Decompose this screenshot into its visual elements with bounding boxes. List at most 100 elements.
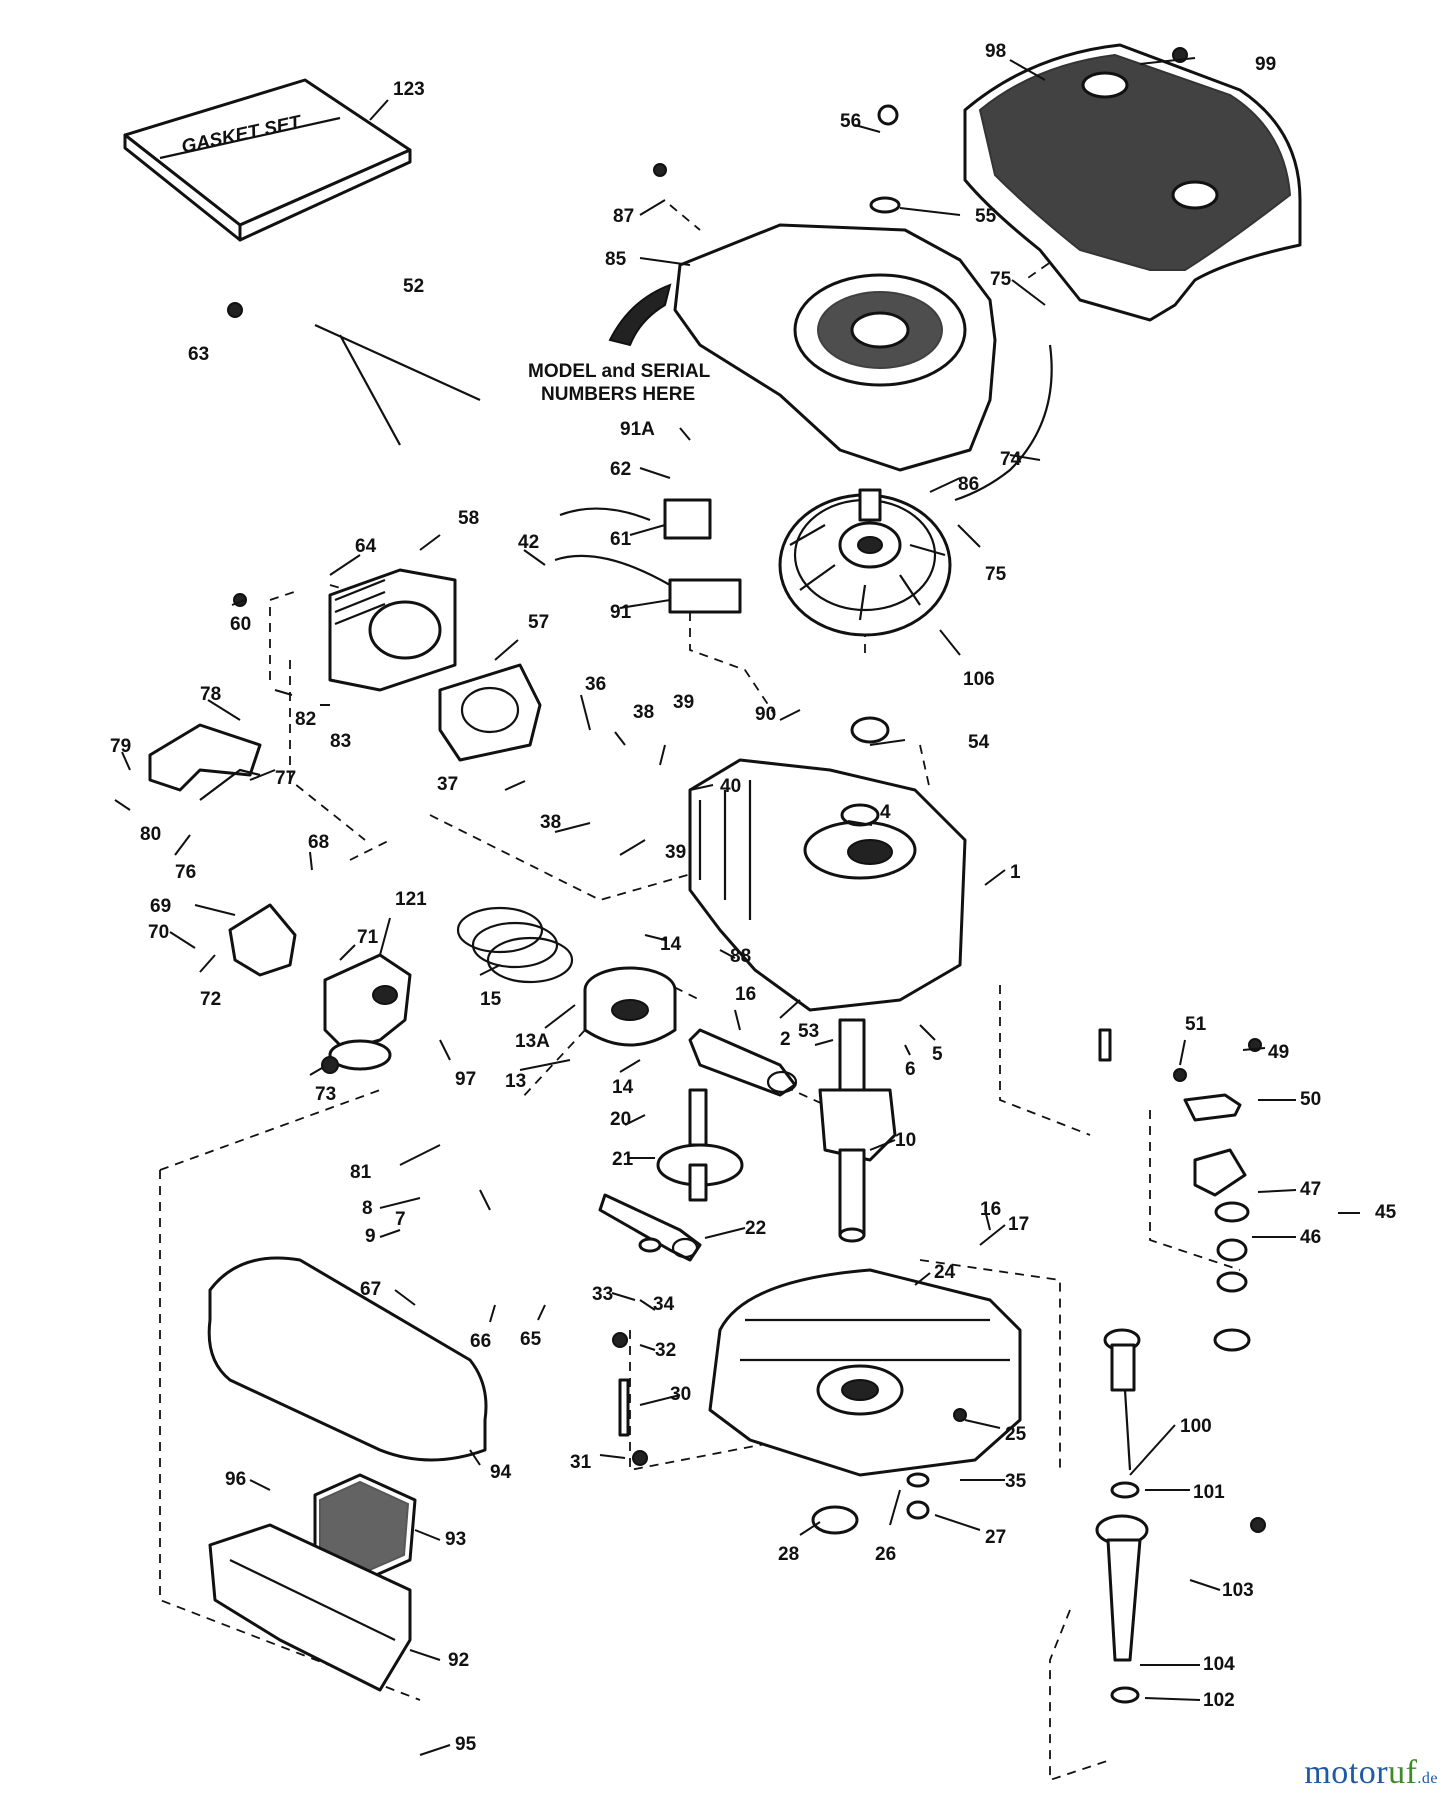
model-serial-note: MODEL and SERIAL NUMBERS HERE [528,361,711,405]
callout-6: 6 [905,1059,916,1080]
callout-46: 46 [1300,1227,1321,1248]
callout-30: 30 [670,1384,691,1405]
callout-77: 77 [275,768,296,789]
callout-33: 33 [592,1284,613,1305]
callout-68: 68 [308,832,329,853]
callout-91a: 91A [620,419,655,440]
callout-85: 85 [605,249,627,270]
callout-labels: 12352639899565587857574867591A6261429110… [110,41,1397,1755]
callout-24: 24 [934,1262,956,1283]
callout-100: 100 [1180,1416,1212,1437]
callout-79: 79 [110,736,131,757]
callout-90: 90 [755,704,776,725]
blower-housing-part [608,223,997,472]
callout-102: 102 [1203,1690,1235,1711]
callout-65: 65 [520,1329,542,1350]
callout-39: 39 [665,842,686,863]
callout-73: 73 [315,1084,336,1105]
callout-58: 58 [458,508,479,529]
callout-39: 39 [673,692,694,713]
callout-101: 101 [1193,1482,1225,1503]
fasteners [227,47,1266,1704]
piston-assembly-part [583,966,677,1047]
fill-tube-part [1095,1514,1149,1662]
fuel-line-part [954,344,1053,502]
connecting-rod-part [688,1028,798,1097]
callout-38: 38 [633,702,654,723]
callout-25: 25 [1005,1424,1027,1445]
callout-16: 16 [735,984,756,1005]
callout-8: 8 [362,1198,373,1219]
callout-78: 78 [200,684,221,705]
callout-75: 75 [985,564,1007,585]
callout-31: 31 [570,1452,592,1473]
callout-10: 10 [895,1130,916,1151]
callout-38: 38 [540,812,561,833]
ignition-coil-part [554,498,742,614]
callout-16: 16 [980,1199,1001,1220]
callout-60: 60 [230,614,251,635]
head-gasket-part [438,663,542,762]
callout-51: 51 [1185,1014,1207,1035]
callout-86: 86 [958,474,979,495]
callout-2: 2 [780,1029,791,1050]
callout-36: 36 [585,674,606,695]
callout-82: 82 [295,709,316,730]
callout-34: 34 [653,1294,675,1315]
callout-121: 121 [395,889,427,910]
callout-93: 93 [445,1529,466,1550]
callout-35: 35 [1005,1471,1027,1492]
callout-97: 97 [455,1069,476,1090]
intake-elbow-part [228,903,297,977]
callout-47: 47 [1300,1179,1321,1200]
callout-50: 50 [1300,1089,1321,1110]
callout-61: 61 [610,529,632,550]
callout-14: 14 [612,1077,634,1098]
model-serial-note-line1: MODEL and SERIAL [528,361,711,382]
model-serial-note-line2: NUMBERS HERE [541,384,695,405]
callout-66: 66 [470,1331,491,1352]
air-cleaner-base-part [208,1523,412,1692]
cylinder-head-part [328,568,457,692]
callout-106: 106 [963,669,995,690]
callout-91: 91 [610,602,632,623]
callout-76: 76 [175,862,196,883]
callout-26: 26 [875,1544,896,1565]
callout-62: 62 [610,459,631,480]
callout-92: 92 [448,1650,469,1671]
callout-32: 32 [655,1340,676,1361]
callout-13a: 13A [515,1031,550,1052]
callout-14: 14 [660,934,682,955]
control-bracket-part [148,723,262,801]
callout-53: 53 [798,1021,819,1042]
shroud-cover-part [963,43,1302,322]
callout-20: 20 [610,1109,631,1130]
camshaft-part [656,1088,744,1202]
callout-5: 5 [932,1044,943,1065]
flywheel-part [778,488,952,637]
callout-94: 94 [490,1462,512,1483]
callout-56: 56 [840,111,861,132]
callout-15: 15 [480,989,502,1010]
dipstick-part [1103,1328,1141,1471]
governor-lever-part [598,1193,702,1262]
callout-123: 123 [393,79,425,100]
callout-83: 83 [330,731,351,752]
crankcase-base-part [708,1268,1022,1477]
callout-28: 28 [778,1544,799,1565]
callout-72: 72 [200,989,221,1010]
watermark-part3: .de [1417,1770,1438,1787]
callout-96: 96 [225,1469,246,1490]
air-filter-element-part [313,1473,417,1582]
callout-27: 27 [985,1527,1006,1548]
callout-55: 55 [975,206,997,227]
air-cleaner-cover-part [207,1256,488,1462]
callout-70: 70 [148,922,169,943]
callout-88: 88 [730,946,751,967]
leader-lines [114,57,1360,1756]
callout-49: 49 [1268,1042,1289,1063]
callout-67: 67 [360,1279,381,1300]
callout-57: 57 [528,612,549,633]
